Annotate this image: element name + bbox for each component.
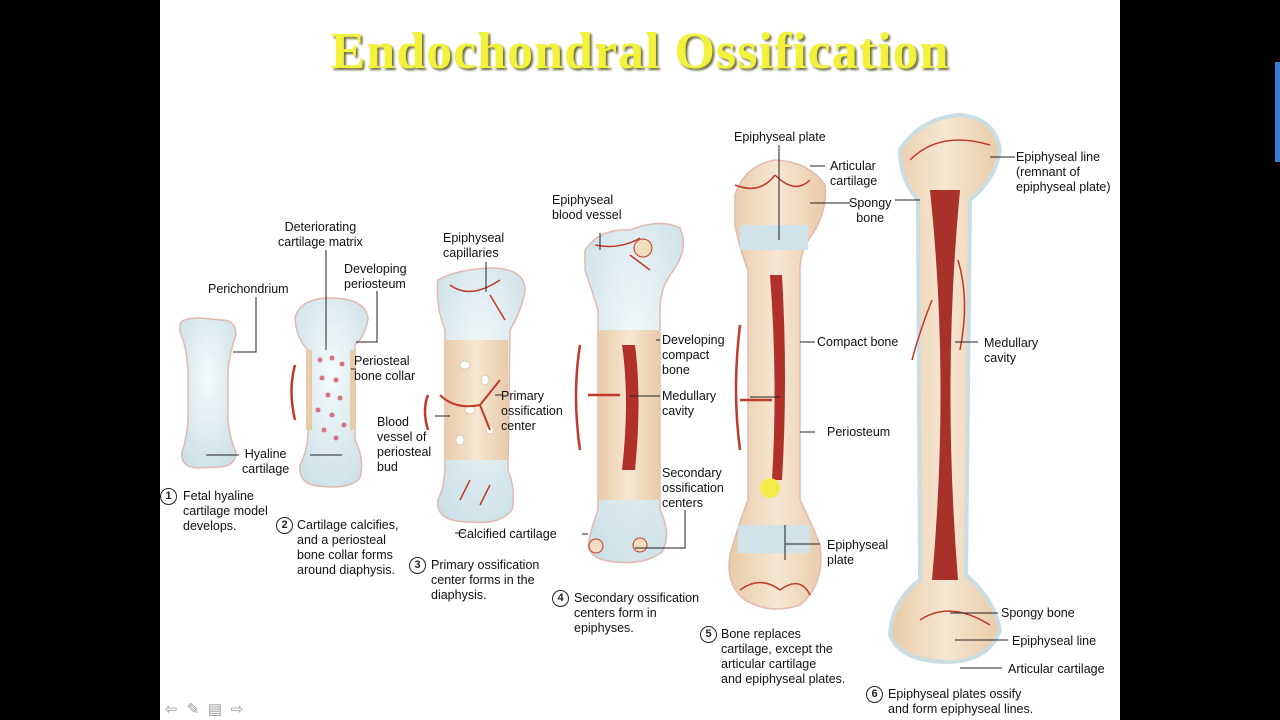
label-epiphyseal-plate-top: Epiphyseal plate — [734, 130, 826, 144]
slide-title: Endochondral Ossification — [330, 23, 950, 80]
label-spongy-bone-6: Spongy bone — [1001, 606, 1075, 620]
label-medullary-cavity-4: Medullary cavity — [662, 389, 717, 418]
step-1-number: 1 — [160, 488, 177, 505]
step-4-text: Secondary ossification centers form in e… — [574, 591, 700, 635]
label-hyaline-cartilage: Hyaline cartilage — [242, 447, 290, 476]
bone-stage-5 — [728, 159, 827, 610]
bone-stage-6 — [887, 112, 1003, 665]
bone-stage-1 — [179, 317, 237, 469]
label-developing-periosteum: Developing periosteum — [344, 262, 407, 291]
slide-nav: ⇦ ✎ ▤ ⇨ — [162, 700, 246, 720]
label-periosteal-collar: Periosteal bone collar — [354, 354, 416, 383]
step-2-text: Cartilage calcifies, and a periosteal bo… — [297, 518, 399, 577]
scrollbar[interactable] — [1275, 62, 1280, 162]
label-articular-cartilage-6: Articular cartilage — [1008, 662, 1105, 676]
step-6-text: Epiphyseal plates ossify and form epiphy… — [888, 687, 1034, 716]
label-deteriorating-matrix: Deteriorating cartilage matrix — [278, 220, 363, 249]
label-secondary-centers: Secondary ossification centers — [662, 466, 724, 510]
label-epiphyseal-plate-5: Epiphyseal plate — [827, 538, 889, 567]
label-epiphyseal-blood-vessel: Epiphyseal blood vessel — [552, 193, 622, 222]
label-compact-bone: Compact bone — [817, 335, 899, 349]
label-medullary-cavity-6: Medullary cavity — [984, 336, 1039, 365]
leader-lines — [206, 145, 1015, 669]
label-epiphyseal-line-top: Epiphyseal line (remnant of epiphyseal p… — [1016, 150, 1111, 194]
step-4-number: 4 — [552, 590, 569, 607]
step-5-number: 5 — [700, 626, 717, 643]
step-2-number: 2 — [276, 517, 293, 534]
label-spongy-bone-5: Spongy bone — [849, 196, 892, 225]
arrow-left-icon[interactable]: ⇦ — [164, 701, 178, 718]
label-blood-vessel-bud: Blood vessel of periosteal bud — [377, 415, 432, 474]
bone-stage-3 — [423, 267, 526, 524]
bone-stage-2 — [290, 297, 369, 488]
step-5-text: Bone replaces cartilage, except the arti… — [721, 627, 846, 686]
menu-icon[interactable]: ▤ — [207, 701, 223, 718]
step-1-text: Fetal hyaline cartilage model develops. — [183, 489, 268, 533]
label-developing-compact: Developing compact bone — [662, 333, 725, 377]
ossification-diagram — [179, 112, 1015, 669]
label-periosteum: Periosteum — [827, 425, 891, 439]
pen-icon[interactable]: ✎ — [186, 701, 200, 718]
step-3-number: 3 — [409, 557, 426, 574]
label-primary-center: Primary ossification center — [501, 389, 563, 433]
step-6-number: 6 — [866, 686, 883, 703]
label-epiphyseal-line-6: Epiphyseal line — [1012, 634, 1097, 648]
arrow-right-icon[interactable]: ⇨ — [230, 701, 244, 718]
label-calcified-cartilage: Calcified cartilage — [458, 527, 557, 541]
label-perichondrium: Perichondrium — [208, 282, 289, 296]
slide: Endochondral Ossification — [160, 0, 1120, 720]
label-articular-cartilage-5: Articular cartilage — [830, 159, 878, 188]
step-3-text: Primary ossification center forms in the… — [431, 558, 540, 602]
bone-stage-4 — [574, 222, 685, 564]
label-epiphyseal-capillaries: Epiphyseal capillaries — [443, 231, 505, 260]
